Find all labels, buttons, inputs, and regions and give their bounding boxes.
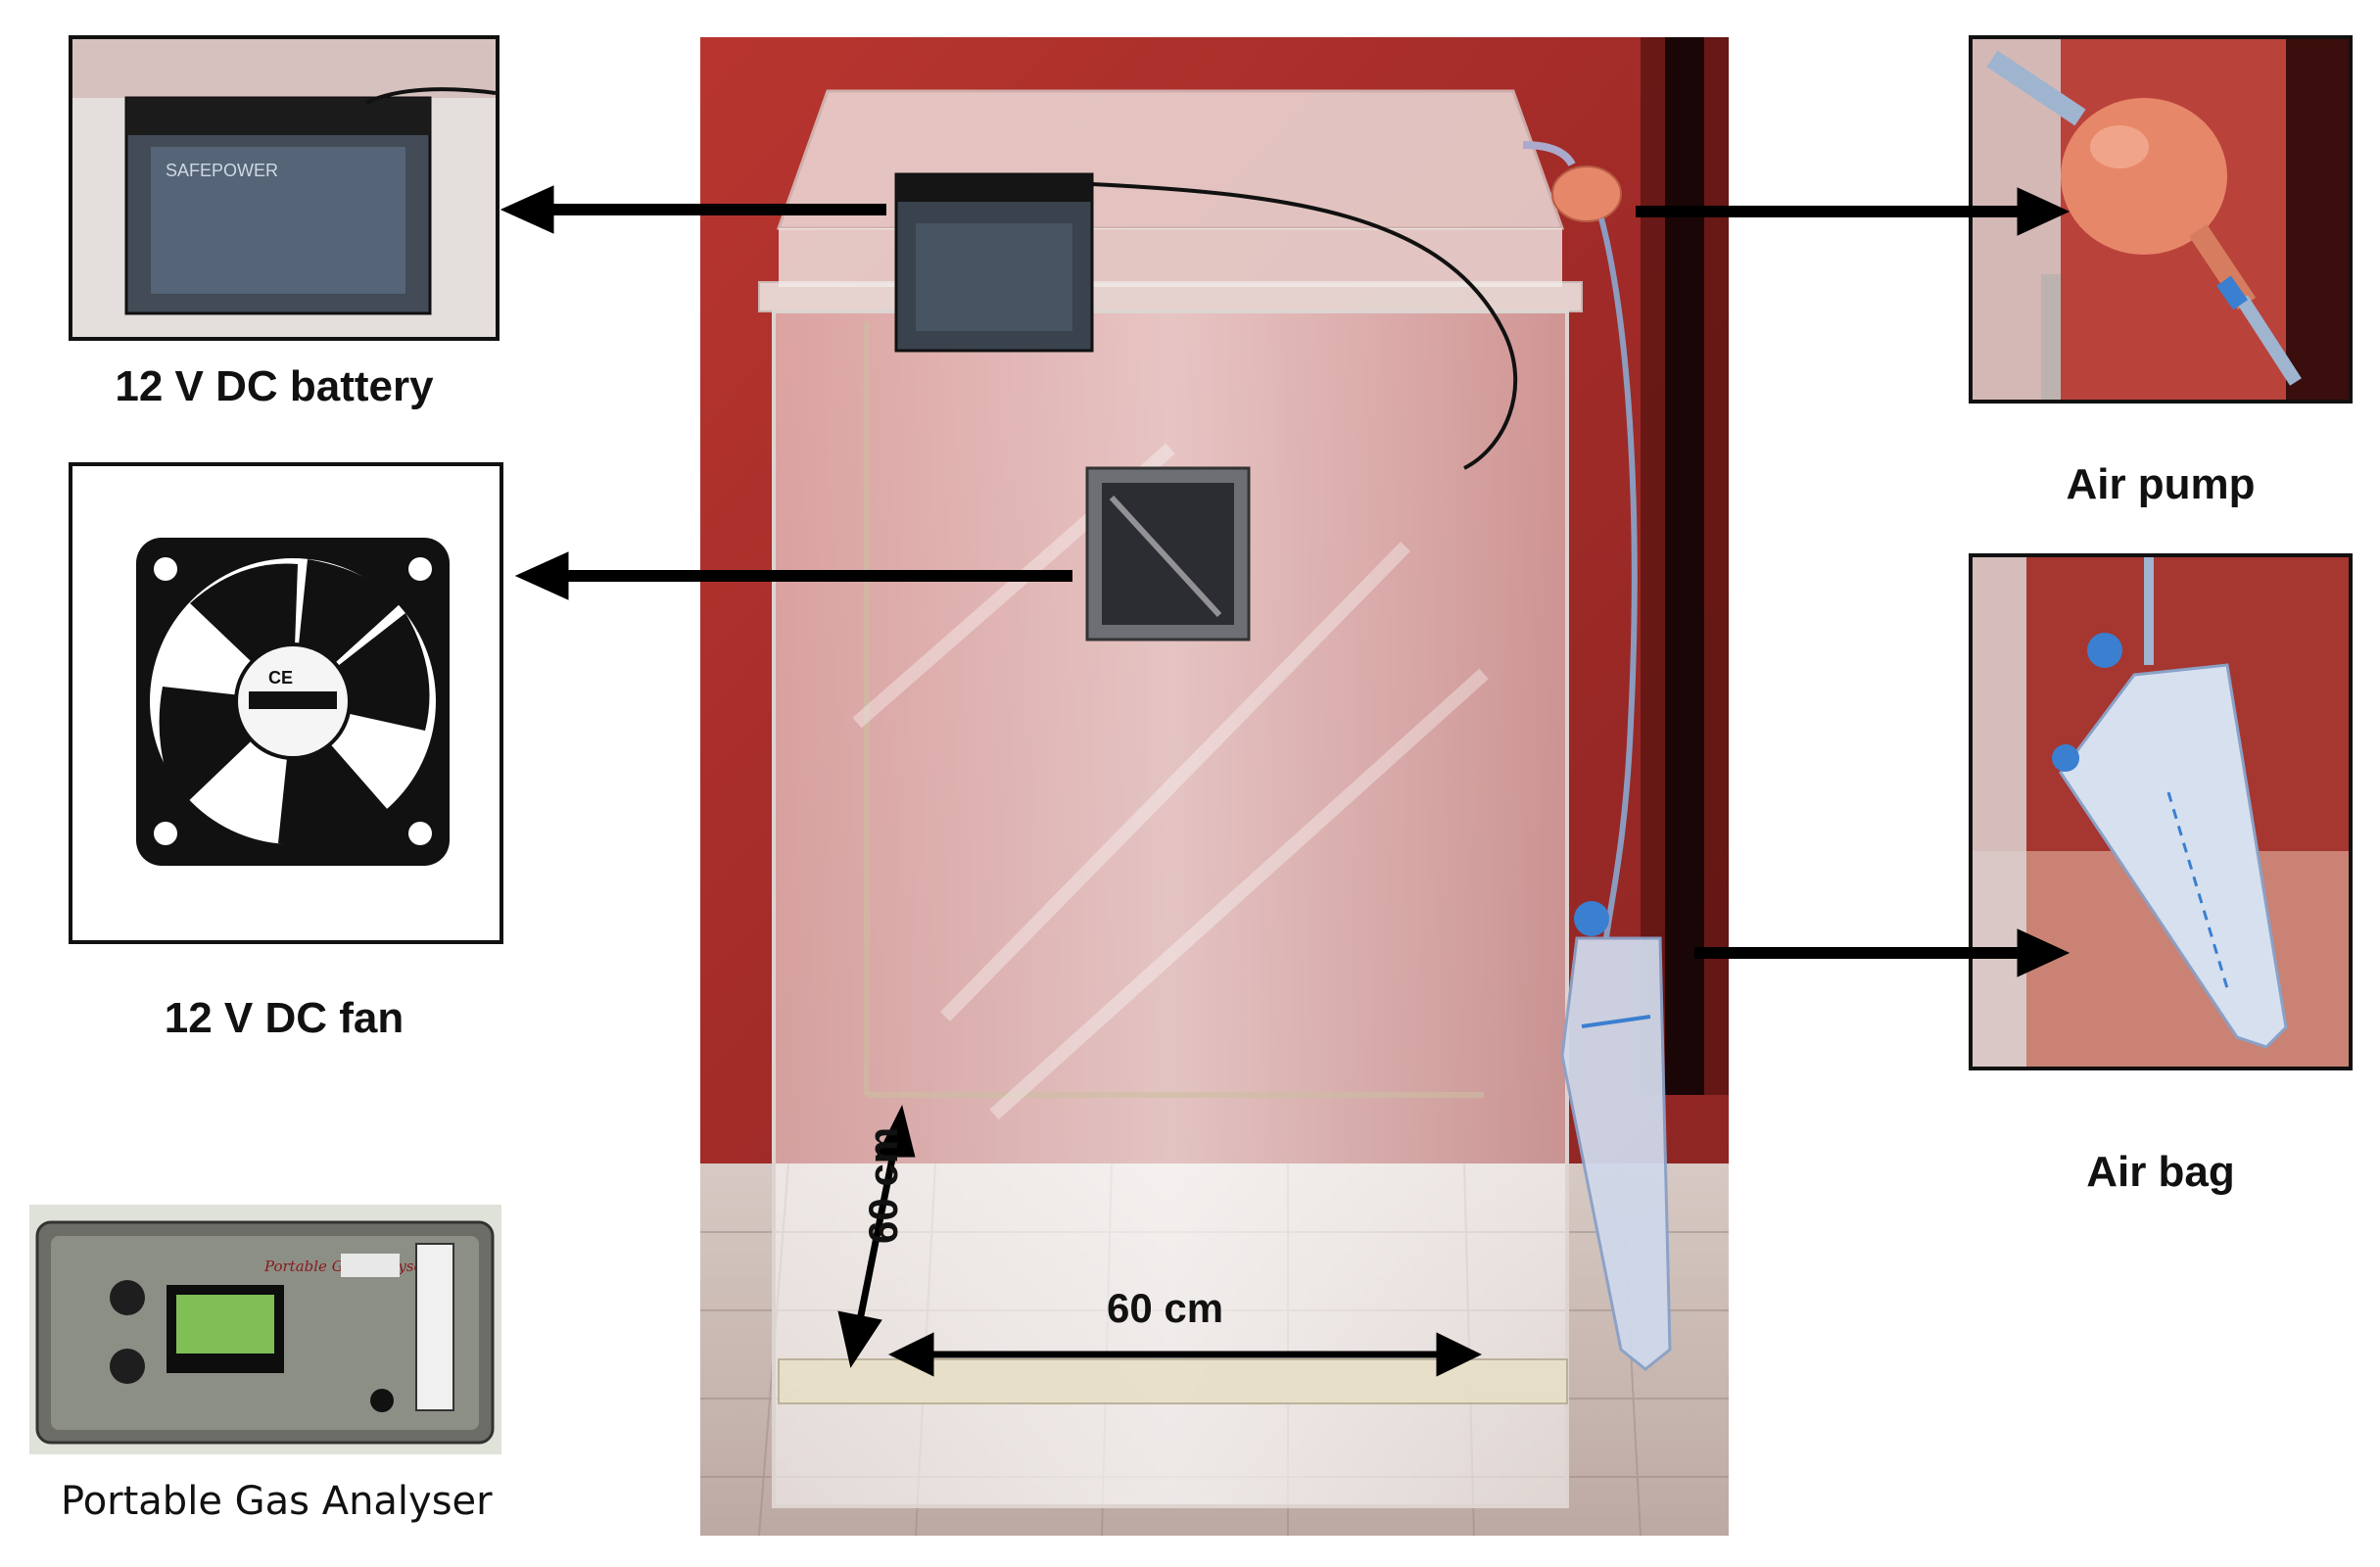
air-bag-arrowhead [2017, 928, 2071, 977]
fan-inset: CE [69, 462, 503, 944]
battery-label: 12 V DC battery [115, 362, 434, 410]
fan-ce-mark: CE [268, 668, 293, 688]
battery-inset: SAFEPOWER [69, 35, 500, 341]
dimension-width-label: 60 cm [1107, 1285, 1224, 1331]
fan-arrowhead [514, 551, 569, 600]
air-pump-label: Air pump [2066, 460, 2256, 508]
air-bag-label: Air bag [2086, 1148, 2235, 1196]
battery-brand-text: SAFEPOWER [166, 161, 278, 180]
battery-photo: SAFEPOWER [72, 39, 496, 337]
air-bag-on-chamber [1560, 901, 1672, 1371]
fan-on-chamber [1085, 466, 1251, 641]
bottom-frame [778, 1358, 1568, 1404]
air-pump-inset [1969, 35, 2353, 404]
fan-label: 12 V DC fan [164, 994, 405, 1042]
dimension-arrows [837, 1104, 1483, 1377]
analyser-label: Portable Gas Analyser [61, 1479, 493, 1524]
analyser-photo: Portable Gas Analyser [29, 1205, 501, 1454]
air-bag-photo [1973, 557, 2349, 1067]
battery-wire [1091, 182, 1518, 470]
battery-arrowhead [500, 185, 554, 234]
air-pump-arrowhead [2017, 187, 2071, 236]
air-tube [1598, 217, 1638, 939]
air-pump-photo [1973, 39, 2349, 400]
analyser-inset: Portable Gas Analyser [29, 1205, 501, 1454]
air-pump-on-chamber [1522, 141, 1622, 222]
air-bag-inset [1969, 553, 2353, 1070]
fan-photo: CE [136, 538, 450, 866]
battery-on-lid [894, 172, 1094, 353]
